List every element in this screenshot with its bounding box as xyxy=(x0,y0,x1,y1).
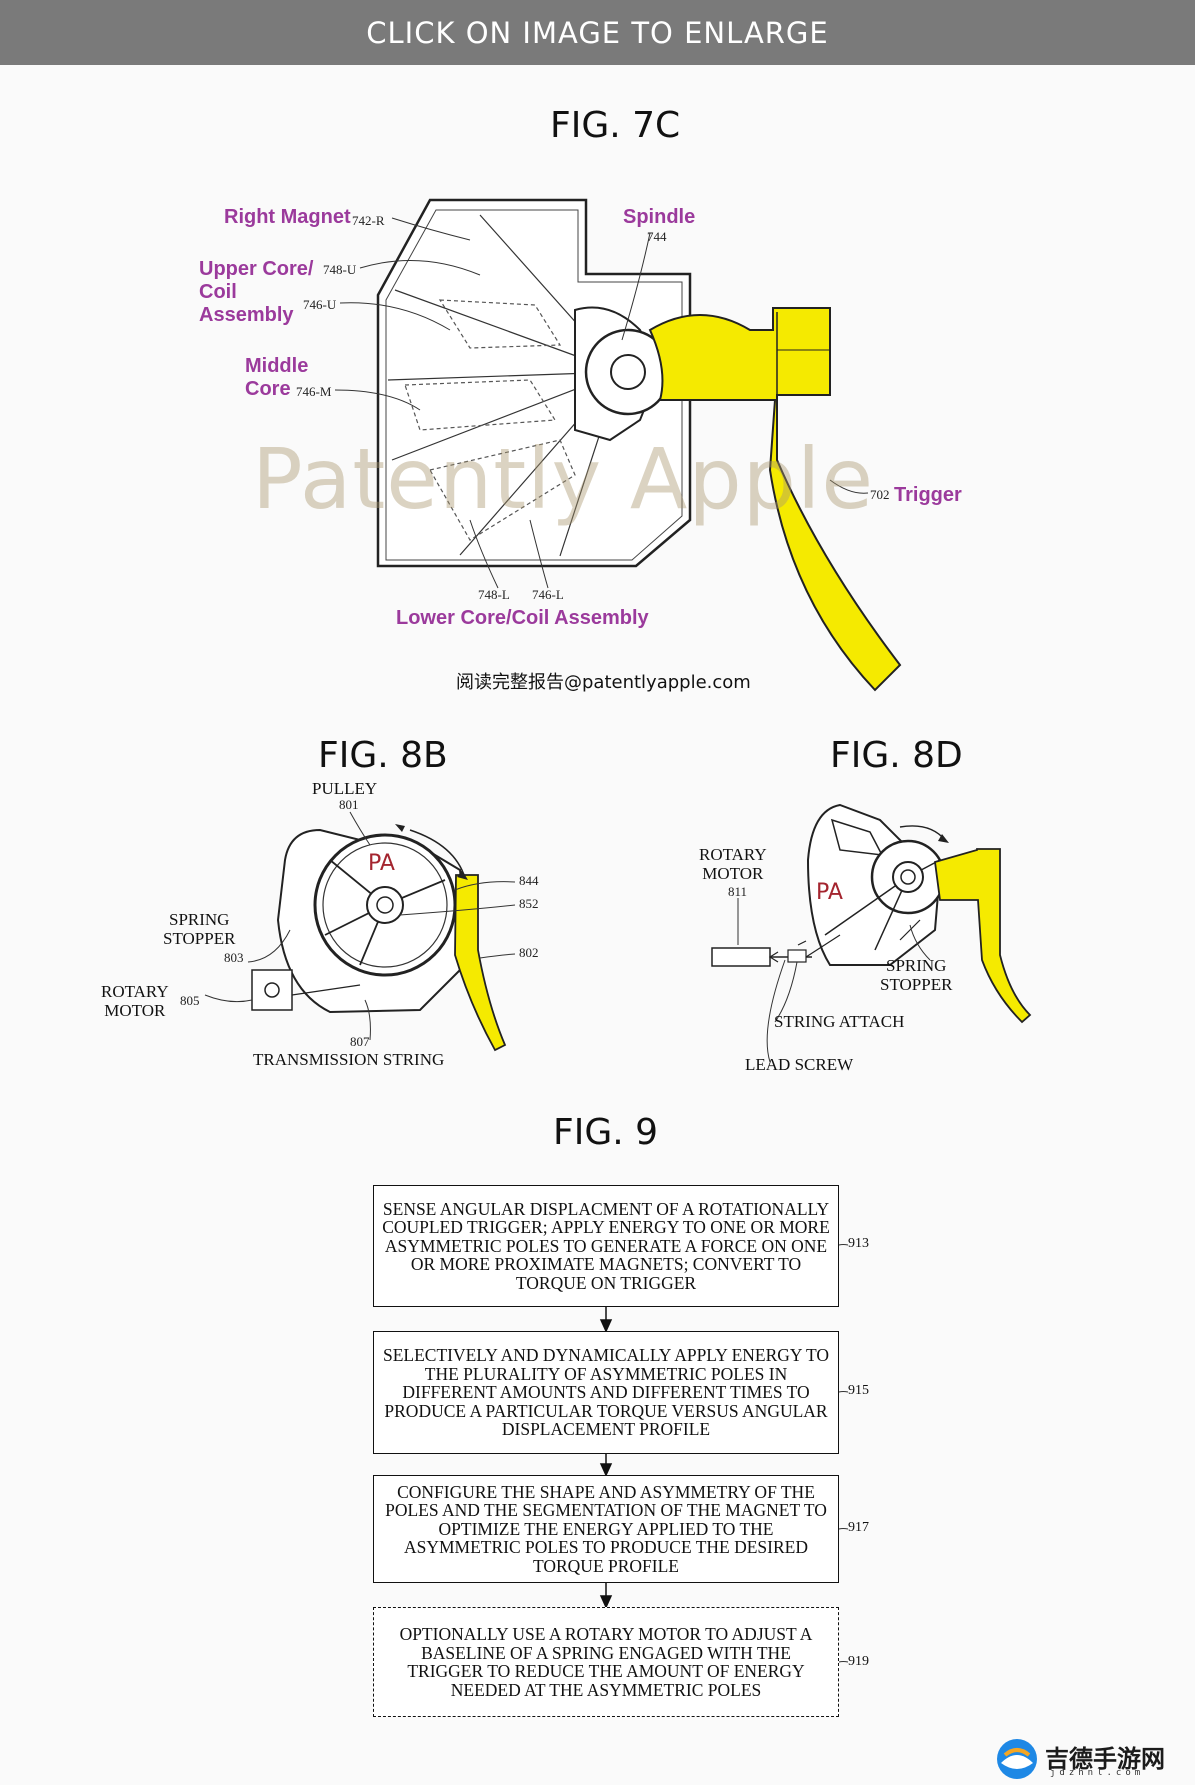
enlarge-banner-label: CLICK ON IMAGE TO ENLARGE xyxy=(366,15,829,50)
fig8b-leaders xyxy=(204,811,516,1041)
ref-915: 915 xyxy=(848,1383,869,1398)
fig8d-leaders xyxy=(737,898,931,1063)
ref-811: 811 xyxy=(728,884,748,899)
fig8d-trigger xyxy=(934,848,1032,1024)
rotary-motor-label-8b: ROTARY MOTOR xyxy=(101,982,169,1020)
report-link-text[interactable]: 阅读完整报告@patentlyapple.com xyxy=(456,672,751,693)
ref-802: 802 xyxy=(519,945,539,960)
ref-919: 919 xyxy=(848,1654,869,1669)
fig7c-coil-dashed xyxy=(404,299,576,541)
rotary-motor-label-8d: ROTARY MOTOR xyxy=(699,845,767,883)
ref-702: 702 xyxy=(870,487,890,502)
flow-step-915-text: SELECTIVELY AND DYNAMICALLY APPLY ENERGY… xyxy=(382,1345,829,1440)
right-magnet-callout: Right Magnet xyxy=(224,206,351,228)
fig8b-title: FIG. 8B xyxy=(318,735,448,776)
flow-step-917-text: CONFIGURE THE SHAPE AND ASYMMETRY OF THE… xyxy=(385,1481,827,1576)
fig7c-housing xyxy=(376,198,692,568)
site-logo-text: 吉德手游网 xyxy=(1045,1745,1165,1773)
ref-803: 803 xyxy=(224,950,244,965)
pulley-label: PULLEY xyxy=(312,779,378,798)
fig8d-title: FIG. 8D xyxy=(830,735,963,776)
fig9-title: FIG. 9 xyxy=(553,1112,659,1153)
site-logo[interactable]: 吉德手游网 xyxy=(995,1735,1192,1783)
ref-746-u: 746-U xyxy=(303,297,337,312)
ref-746-m: 746-M xyxy=(296,384,332,399)
lead-screw-label: LEAD SCREW xyxy=(745,1055,854,1074)
string-attach-label: STRING ATTACH xyxy=(774,1012,905,1031)
flow-step-915: SELECTIVELY AND DYNAMICALLY APPLY ENERGY… xyxy=(373,1331,839,1454)
flow-step-919: OPTIONALLY USE A ROTARY MOTOR TO ADJUST … xyxy=(373,1607,839,1717)
fig7c-leaders xyxy=(334,217,869,589)
fig8b-rotary-motor xyxy=(251,969,293,1011)
ref-852: 852 xyxy=(519,896,539,911)
enlarge-banner[interactable]: CLICK ON IMAGE TO ENLARGE xyxy=(0,0,1195,65)
middle-core-callout: Middle Core xyxy=(245,355,309,400)
fig8b-pa-mark: PA xyxy=(368,851,395,876)
spring-stopper-label-8d: SPRING STOPPER xyxy=(880,956,953,994)
ref-746-l: 746-L xyxy=(532,587,564,602)
ref-748-l: 748-L xyxy=(478,587,510,602)
flow-step-917: CONFIGURE THE SHAPE AND ASYMMETRY OF THE… xyxy=(373,1475,839,1583)
ref-805: 805 xyxy=(180,993,200,1008)
ref-744: 744 xyxy=(647,229,667,244)
spring-stopper-label-8b: SPRING STOPPER xyxy=(163,910,236,948)
flow-step-913-text: SENSE ANGULAR DISPLACMENT OF A ROTATIONA… xyxy=(382,1198,830,1293)
ref-913: 913 xyxy=(848,1236,869,1251)
site-logo-sub: jdzhnl.com xyxy=(1050,1768,1145,1778)
flow-step-913: SENSE ANGULAR DISPLACMENT OF A ROTATIONA… xyxy=(373,1185,839,1307)
lower-core-callout: Lower Core/Coil Assembly xyxy=(396,607,649,629)
trigger-callout: Trigger xyxy=(894,484,962,506)
flow-step-919-text: OPTIONALLY USE A ROTARY MOTOR TO ADJUST … xyxy=(399,1624,813,1700)
fig7c-housing-inner xyxy=(385,209,683,561)
fig7c-spindle-inner xyxy=(610,354,646,390)
spindle-callout: Spindle xyxy=(623,206,696,228)
patently-apple-watermark: Patently Apple xyxy=(252,430,875,528)
upper-core-callout: Upper Core/ Coil Assembly xyxy=(199,258,314,326)
site-logo-icon xyxy=(997,1739,1037,1779)
fig7c-trigger xyxy=(648,307,902,692)
ref-801: 801 xyxy=(339,797,359,812)
ref-742-r: 742-R xyxy=(352,213,385,228)
ref-917: 917 xyxy=(848,1520,869,1535)
ref-807: 807 xyxy=(350,1034,370,1049)
fig7c-title: FIG. 7C xyxy=(550,105,681,146)
transmission-string-label: TRANSMISSION STRING xyxy=(253,1050,445,1069)
ref-748-u: 748-U xyxy=(323,262,357,277)
ref-844: 844 xyxy=(519,873,539,888)
fig8d-pa-mark: PA xyxy=(816,880,843,905)
fig8b-trigger xyxy=(454,874,507,1052)
